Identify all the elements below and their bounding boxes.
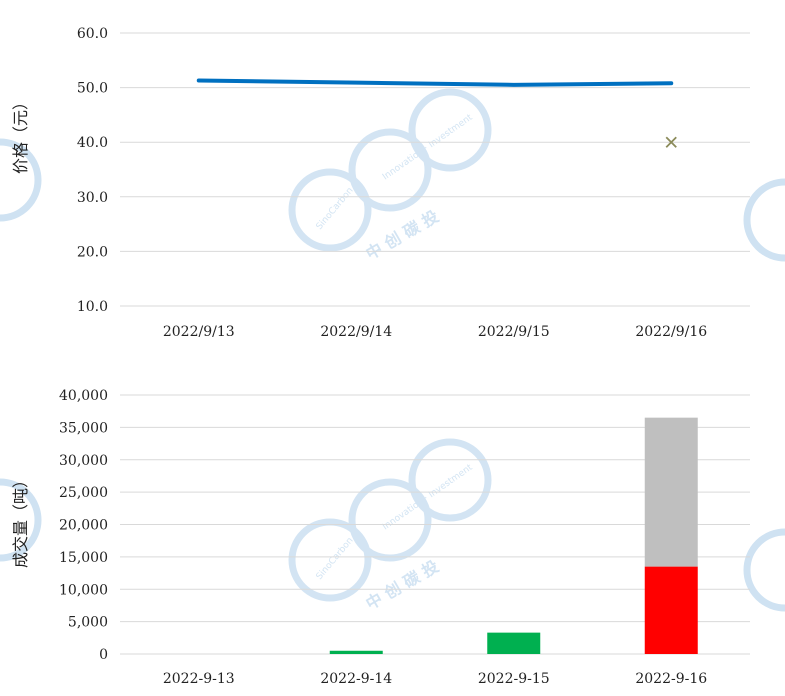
watermark-ring	[743, 528, 785, 612]
volume-bar-segment	[644, 417, 698, 567]
x-tick-label: 2022/9/13	[163, 324, 235, 340]
watermark-ring	[348, 128, 432, 212]
y-tick-label: 50.0	[77, 81, 108, 97]
y-tick-label: 20.0	[77, 244, 108, 260]
watermark-brand: SinoCarbon	[315, 536, 356, 582]
price-marker-point	[665, 136, 677, 148]
volume-y-tick-labels: 0 5,000 10,000 15,000 20,000 25,000 30,000 35,0…	[59, 388, 108, 663]
watermark-ring	[0, 138, 42, 222]
y-tick-label: 60.0	[77, 26, 108, 42]
volume-y-axis-label: 成交量（吨）	[11, 472, 30, 568]
y-tick-label: 5,000	[68, 615, 108, 631]
y-tick-label: 35,000	[59, 420, 108, 436]
x-tick-label: 2022/9/14	[320, 324, 392, 340]
x-tick-label: 2022-9-14	[320, 671, 392, 687]
watermark-ring	[743, 178, 785, 262]
x-tick-label: 2022-9-16	[635, 671, 707, 687]
volume-bar-segment	[487, 632, 541, 654]
y-tick-label: 30.0	[77, 190, 108, 206]
y-tick-label: 15,000	[59, 550, 108, 566]
price-y-axis-label: 价格（元）	[11, 94, 30, 174]
x-tick-label: 2022/9/16	[635, 324, 707, 340]
watermark-ring	[288, 518, 372, 602]
volume-bar-segment	[329, 650, 383, 654]
price-line	[196, 78, 674, 87]
price-gridlines	[120, 32, 750, 307]
watermark-cn: 中 创 碳 投	[363, 207, 442, 264]
watermark-ring	[288, 168, 372, 252]
volume-bars	[329, 417, 698, 654]
watermark-brand: SinoCarbon	[315, 186, 356, 232]
watermark-ring	[408, 438, 492, 522]
y-tick-label: 25,000	[59, 485, 108, 501]
y-tick-label: 40.0	[77, 135, 108, 151]
volume-x-tick-labels: 2022-9-13 2022-9-14 2022-9-15 2022-9-16	[163, 671, 707, 687]
price-x-tick-labels: 2022/9/13 2022/9/14 2022/9/15 2022/9/16	[163, 324, 707, 340]
y-tick-label: 0	[99, 647, 108, 663]
y-tick-label: 20,000	[59, 518, 108, 534]
y-tick-label: 10,000	[59, 582, 108, 598]
x-tick-label: 2022-9-15	[478, 671, 550, 687]
x-tick-label: 2022-9-13	[163, 671, 235, 687]
price-y-tick-labels: 10.0 20.0 30.0 40.0 50.0 60.0	[77, 26, 108, 315]
watermark-cn: 中 创 碳 投	[363, 557, 442, 614]
y-tick-label: 30,000	[59, 453, 108, 469]
y-tick-label: 10.0	[77, 299, 108, 315]
y-tick-label: 40,000	[59, 388, 108, 404]
price-series	[196, 78, 677, 148]
watermark-ring	[0, 478, 42, 562]
watermark-ring	[348, 478, 432, 562]
x-tick-label: 2022/9/15	[478, 324, 550, 340]
volume-bar-segment	[644, 566, 698, 654]
watermark-ring	[408, 88, 492, 172]
volume-chart: 0 5,000 10,000 15,000 20,000 25,000 30,000 35,0…	[11, 388, 750, 687]
